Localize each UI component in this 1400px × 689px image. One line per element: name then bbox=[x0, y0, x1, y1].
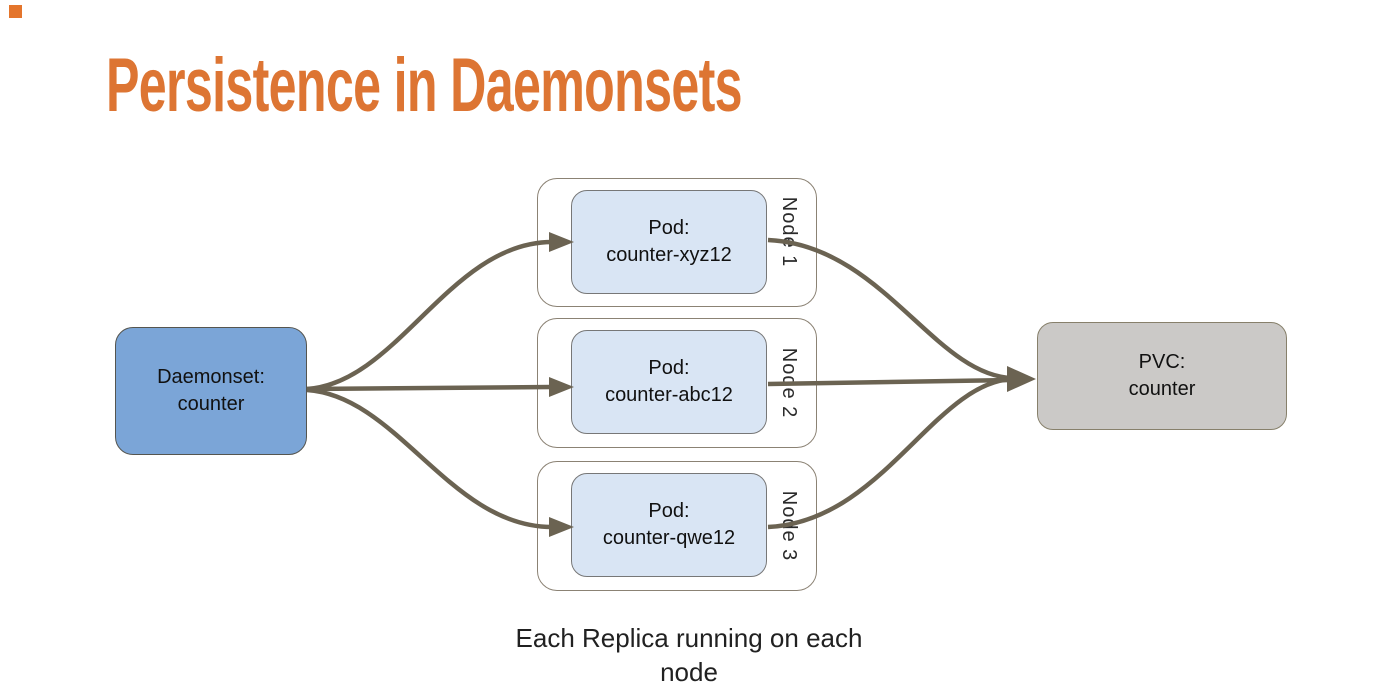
node-box-3: Pod: counter-qwe12 Node 3 bbox=[537, 461, 817, 591]
pvc-label-line2: counter bbox=[1128, 378, 1196, 400]
caption: Each Replica running on each node bbox=[439, 621, 939, 689]
pvc-box: PVC: counter bbox=[1037, 322, 1287, 430]
node-label-3: Node 3 bbox=[778, 490, 800, 562]
pod2-label-line2: counter-abc12 bbox=[605, 384, 733, 406]
node-label-1: Node 1 bbox=[778, 197, 800, 268]
pvc-label-line1: PVC: bbox=[1138, 351, 1186, 373]
slide-accent-square bbox=[9, 5, 22, 18]
arrow-daemonset-to-pod2 bbox=[306, 384, 552, 392]
node-label-2: Node 2 bbox=[778, 347, 800, 419]
pod2-label-line1: Pod: bbox=[648, 357, 690, 379]
pod1-label-line2: counter-xyz12 bbox=[606, 244, 732, 266]
caption-line1: Each Replica running on each bbox=[515, 623, 863, 653]
pod-box-2: Pod: counter-abc12 bbox=[571, 330, 767, 434]
pod-box-3: Pod: counter-qwe12 bbox=[571, 473, 767, 577]
node-box-1: Pod: counter-xyz12 Node 1 bbox=[537, 178, 817, 307]
caption-line2: node bbox=[660, 657, 718, 687]
pod3-label-line1: Pod: bbox=[648, 500, 690, 522]
pod-box-1: Pod: counter-xyz12 bbox=[571, 190, 767, 294]
arrow-daemonset-to-pod1 bbox=[306, 239, 553, 392]
arrowhead-pvc bbox=[1007, 366, 1036, 392]
pod1-label-line1: Pod: bbox=[648, 217, 690, 239]
slide-title: Persistence in Daemonsets bbox=[106, 43, 743, 128]
slide-canvas: Persistence in Daemonsets Daemonset: cou… bbox=[9, 5, 1287, 687]
daemonset-label-line1: Daemonset: bbox=[157, 366, 265, 388]
arrow-daemonset-to-pod3 bbox=[306, 387, 553, 530]
node-box-2: Pod: counter-abc12 Node 2 bbox=[537, 318, 817, 448]
daemonset-label-line2: counter bbox=[177, 393, 245, 415]
pod3-label-line2: counter-qwe12 bbox=[602, 527, 736, 549]
daemonset-box: Daemonset: counter bbox=[115, 327, 307, 455]
